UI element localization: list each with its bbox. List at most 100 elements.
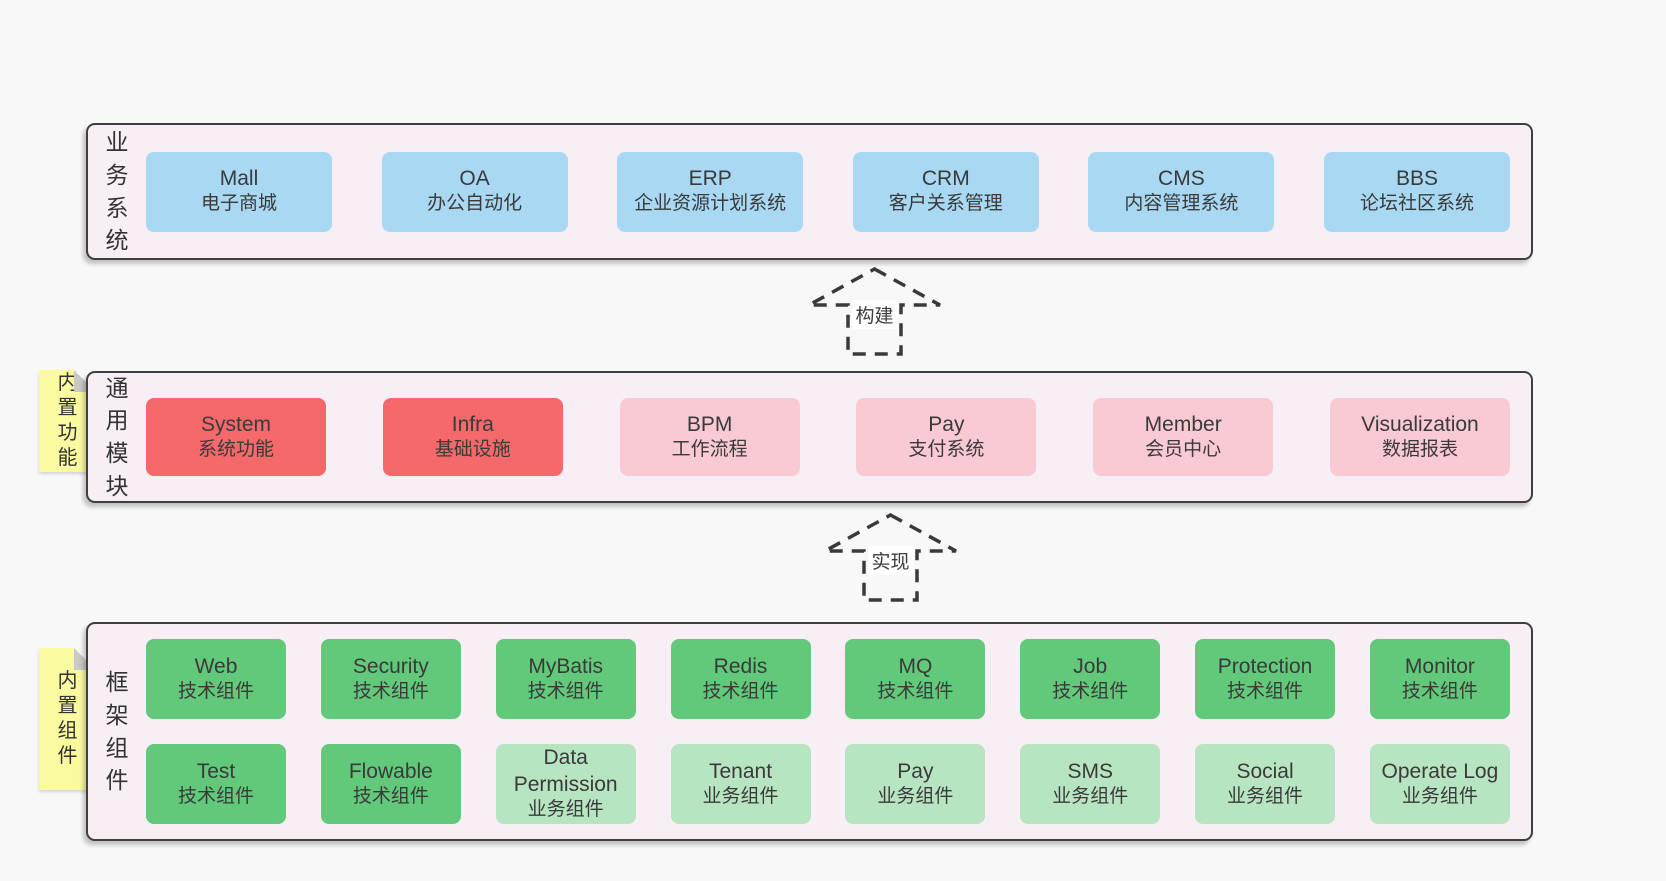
box-desc: 业务组件 <box>1227 785 1304 807</box>
box-desc: 办公自动化 <box>427 193 523 215</box>
box-desc: 业务组件 <box>1052 785 1129 807</box>
box-desc: 支付系统 <box>908 438 985 460</box>
box-desc: 工作流程 <box>671 438 748 460</box>
box-desc: 基础设施 <box>434 438 511 460</box>
box-job: Job 技术组件 <box>1020 639 1161 719</box>
box-name: Security <box>352 654 429 678</box>
up-arrow-icon <box>824 513 957 602</box>
box-mall: Mall 电子商城 <box>146 151 332 232</box>
box-name: SMS <box>1067 759 1113 783</box>
box-social: Social 业务组件 <box>1195 744 1336 824</box>
box-name: CRM <box>921 167 970 191</box>
box-name: Redis <box>713 654 768 678</box>
box-name: Tenant <box>709 759 773 783</box>
framework-rows: Web 技术组件 Security 技术组件 MyBatis 技术组件 Redi… <box>146 624 1531 839</box>
box-desc: 技术组件 <box>177 785 254 807</box>
box-desc: 技术组件 <box>177 680 254 702</box>
box-flowable: Flowable 技术组件 <box>320 744 461 824</box>
arrow-label: 实现 <box>867 546 914 575</box>
box-name: System <box>200 412 271 436</box>
box-redis: Redis 技术组件 <box>670 639 811 719</box>
box-mybatis: MyBatis 技术组件 <box>495 639 636 719</box>
box-desc: 技术组件 <box>1052 680 1129 702</box>
box-desc: 系统功能 <box>197 438 274 460</box>
box-name: MQ <box>898 654 933 678</box>
up-arrow-icon <box>808 267 941 356</box>
box-desc: 技术组件 <box>1401 680 1478 702</box>
box-crm: CRM 客户关系管理 <box>852 151 1039 232</box>
box-name: BPM <box>686 412 733 436</box>
implement-arrow: 实现 <box>823 512 958 604</box>
box-tenant: Tenant 业务组件 <box>670 744 811 824</box>
box-erp: ERP 企业资源计划系统 <box>617 151 804 232</box>
box-desc: 内容管理系统 <box>1124 193 1239 215</box>
box-sms: SMS 业务组件 <box>1020 744 1161 824</box>
box-name: Monitor <box>1404 654 1475 678</box>
box-data-permission: Data Permission 业务组件 <box>495 744 636 824</box>
box-oa: OA 办公自动化 <box>381 151 568 232</box>
box-name: Test <box>196 759 236 783</box>
box-system: System 系统功能 <box>146 398 326 476</box>
box-member: Member 会员中心 <box>1093 398 1274 476</box>
box-desc: 技术组件 <box>877 680 954 702</box>
panel-label-text: 业务系统 <box>105 129 129 254</box>
panel-label-text: 框架组件 <box>105 669 129 794</box>
box-test: Test 技术组件 <box>146 744 286 824</box>
panel-label-text: 通用模块 <box>105 374 129 499</box>
panel-label: 通用模块 <box>88 373 146 501</box>
box-desc: 业务组件 <box>527 798 604 820</box>
box-desc: 技术组件 <box>1227 680 1304 702</box>
module-boxes: System 系统功能 Infra 基础设施 BPM 工作流程 Pay 支付系统… <box>146 373 1531 501</box>
business-boxes: Mall 电子商城 OA 办公自动化 ERP 企业资源计划系统 CRM 客户关系… <box>146 125 1531 258</box>
box-cms: CMS 内容管理系统 <box>1088 151 1275 232</box>
box-desc: 技术组件 <box>352 785 429 807</box>
box-desc: 电子商城 <box>200 193 277 215</box>
box-name: CMS <box>1158 167 1205 191</box>
box-name: Protection <box>1217 654 1313 678</box>
box-name: Infra <box>451 412 494 436</box>
box-desc: 技术组件 <box>702 680 779 702</box>
panel-label: 业务系统 <box>88 125 146 258</box>
box-name: Flowable <box>348 759 433 783</box>
box-pay: Pay 支付系统 <box>856 398 1037 476</box>
box-desc: 技术组件 <box>352 680 429 702</box>
box-desc: 会员中心 <box>1145 438 1222 460</box>
box-desc: 企业资源计划系统 <box>634 193 787 215</box>
box-bpm: BPM 工作流程 <box>619 398 800 476</box>
biz-components-row: Test 技术组件 Flowable 技术组件 Data Permission … <box>146 744 1510 824</box>
box-security: Security 技术组件 <box>320 639 461 719</box>
box-mq: MQ 技术组件 <box>845 639 986 719</box>
framework-components-panel: 框架组件 Web 技术组件 Security 技术组件 MyBatis 技术组件… <box>86 622 1533 841</box>
business-systems-panel: 业务系统 Mall 电子商城 OA 办公自动化 ERP 企业资源计划系统 CRM… <box>86 123 1533 260</box>
box-name: ERP <box>688 167 732 191</box>
box-desc: 技术组件 <box>527 680 604 702</box>
box-name: Operate Log <box>1381 759 1499 783</box>
box-protection: Protection 技术组件 <box>1195 639 1336 719</box>
box-desc: 数据报表 <box>1381 438 1458 460</box>
box-name: MyBatis <box>528 654 604 678</box>
sticky-note-text: 内置功能 <box>57 372 78 469</box>
box-name: Job <box>1073 654 1108 678</box>
box-name: Web <box>194 654 238 678</box>
box-name: Pay <box>897 759 934 783</box>
box-monitor: Monitor 技术组件 <box>1369 639 1510 719</box>
box-name: Member <box>1144 412 1222 436</box>
box-name: Mall <box>219 167 259 191</box>
box-bbs: BBS 论坛社区系统 <box>1323 151 1510 232</box>
box-infra: Infra 基础设施 <box>382 398 563 476</box>
common-modules-panel: 通用模块 System 系统功能 Infra 基础设施 BPM 工作流程 Pay… <box>86 371 1533 503</box>
box-desc: 论坛社区系统 <box>1359 193 1474 215</box>
box-name: Social <box>1236 759 1294 783</box>
box-visualization: Visualization 数据报表 <box>1329 398 1510 476</box>
box-name: BBS <box>1395 167 1438 191</box>
box-name: Visualization <box>1361 412 1479 436</box>
box-pay-component: Pay 业务组件 <box>845 744 986 824</box>
box-operate-log: Operate Log 业务组件 <box>1369 744 1510 824</box>
build-arrow: 构建 <box>807 266 942 358</box>
box-web: Web 技术组件 <box>146 639 286 719</box>
sticky-note-text: 内置组件 <box>57 670 78 767</box>
box-name: Data Permission <box>513 746 618 796</box>
box-name: OA <box>459 167 490 191</box>
box-desc: 业务组件 <box>877 785 954 807</box>
box-desc: 业务组件 <box>1401 785 1478 807</box>
